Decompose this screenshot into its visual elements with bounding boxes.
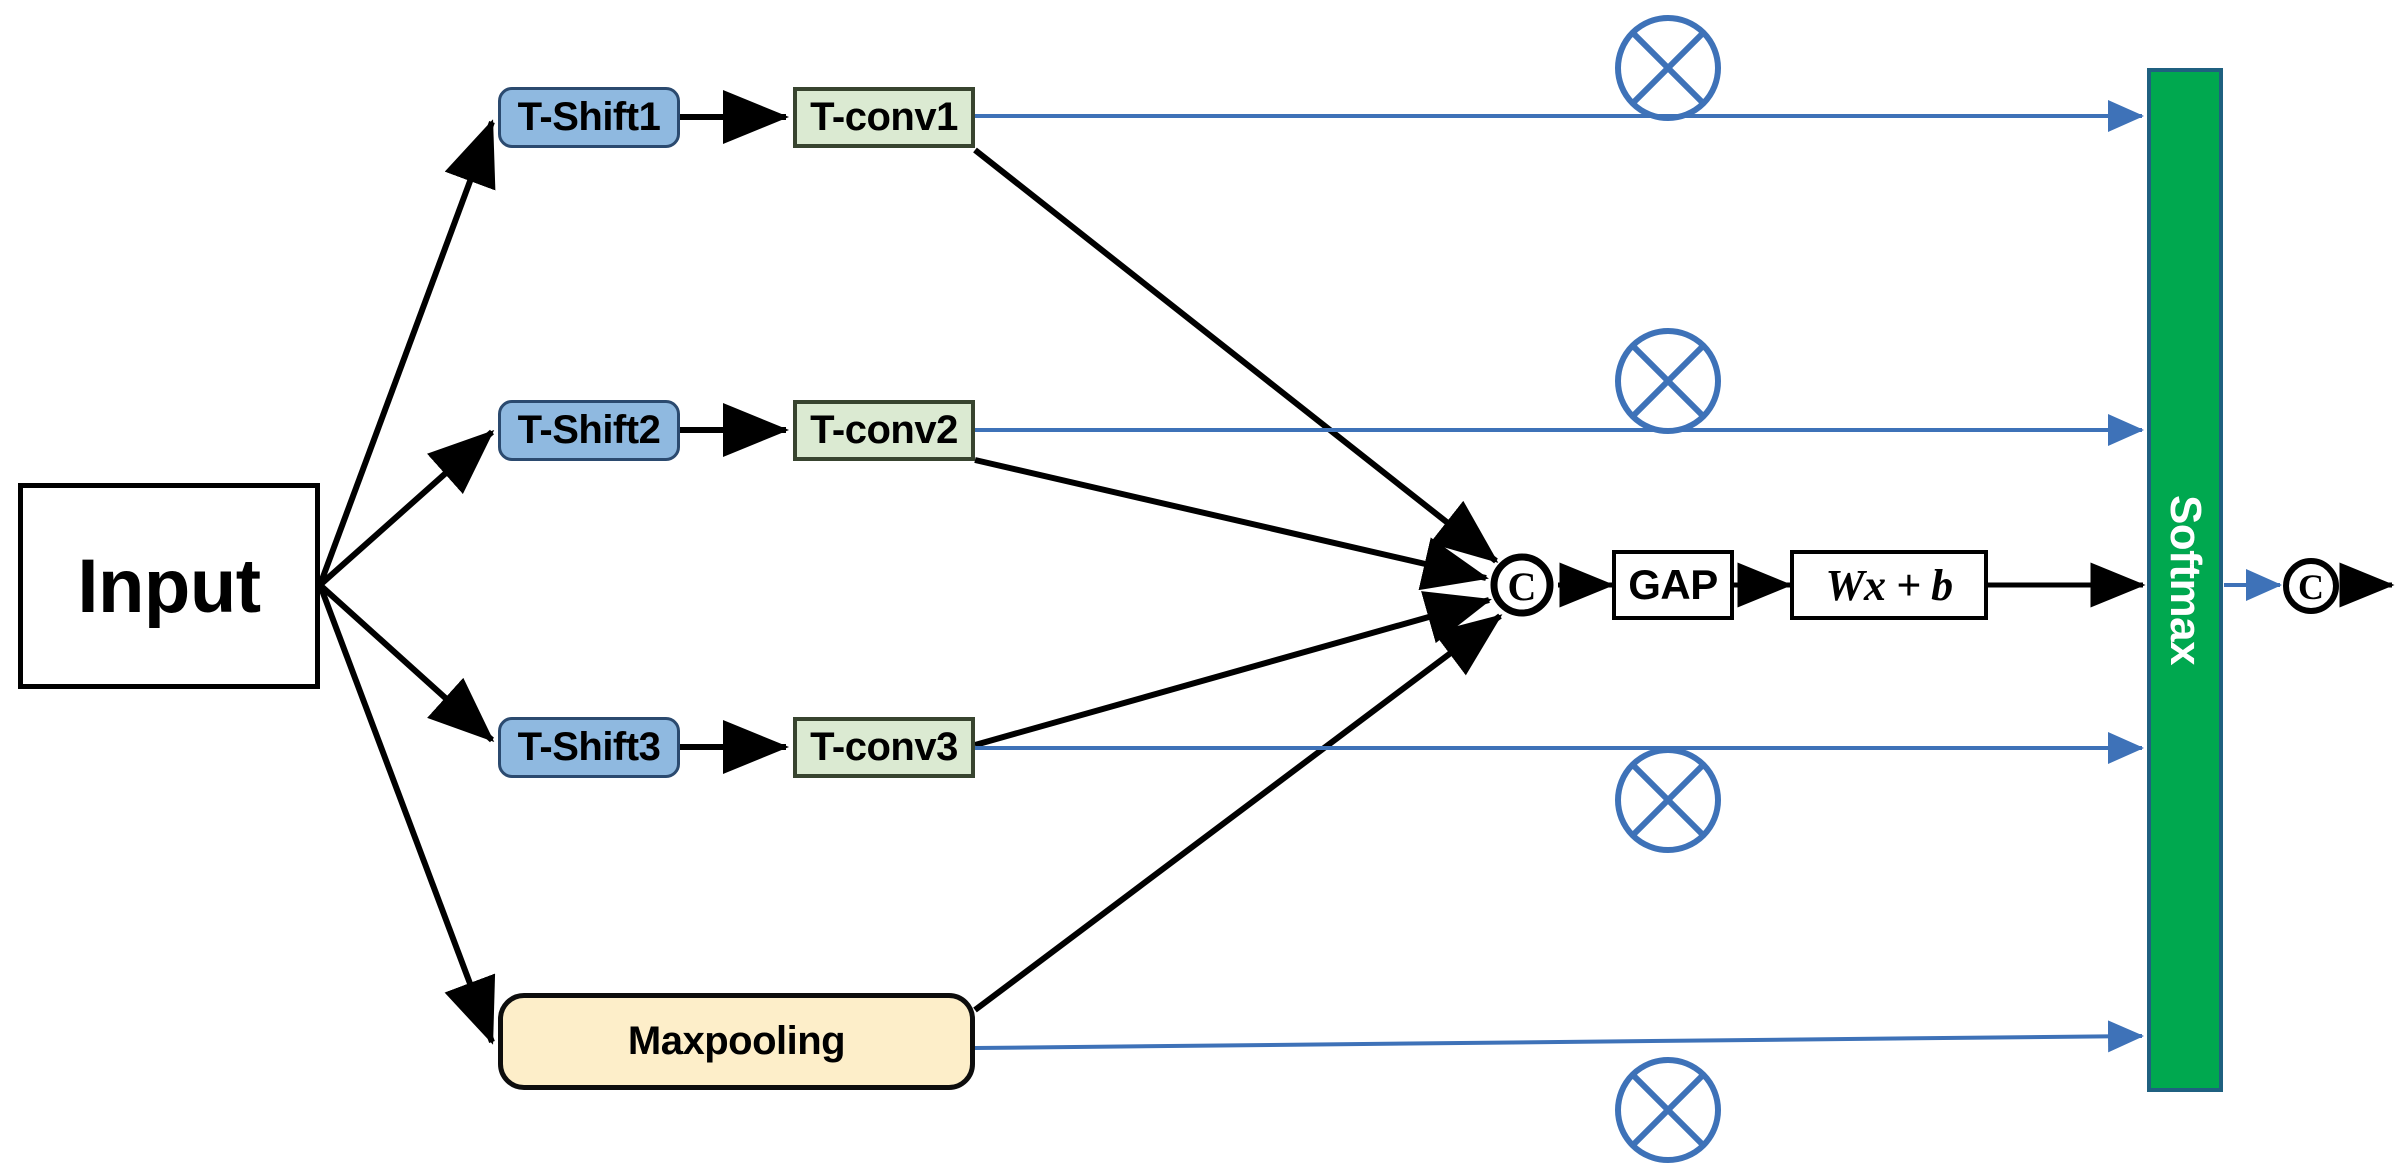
circled-times-icon xyxy=(1615,747,1721,853)
edge-group-input-fanout xyxy=(317,119,496,1045)
operator-multiply-4 xyxy=(1615,1057,1721,1163)
circled-times-stroke-b xyxy=(1630,762,1706,838)
node-linear[interactable]: Wx + b xyxy=(1790,550,1988,620)
node-t-shift2-label: T-Shift2 xyxy=(517,408,661,452)
edge-maxpooling-to-softmax-blue xyxy=(974,1020,2144,1053)
edge-conv3-to-concat xyxy=(974,591,1492,748)
node-input[interactable]: Input xyxy=(18,483,320,689)
node-t-conv1[interactable]: T-conv1 xyxy=(793,87,975,148)
node-t-conv2[interactable]: T-conv2 xyxy=(793,400,975,461)
edge-maxpooling-to-concat xyxy=(973,613,1503,1013)
edge-input-to-shift1 xyxy=(317,119,496,587)
circled-times-stroke-b xyxy=(1630,343,1706,419)
node-concat[interactable]: C xyxy=(1490,553,1554,617)
operator-multiply-2 xyxy=(1615,328,1721,434)
circled-times-icon xyxy=(1615,15,1721,121)
edge-group-to-concat xyxy=(973,147,1503,1013)
node-t-conv2-label: T-conv2 xyxy=(810,408,958,452)
node-maxpooling[interactable]: Maxpooling xyxy=(498,993,975,1090)
edge-group-shift-to-conv xyxy=(680,90,789,774)
node-t-shift3-label: T-Shift3 xyxy=(517,725,661,769)
node-linear-label: Wx + b xyxy=(1825,560,1953,610)
node-output-concat-label: C xyxy=(2298,567,2324,607)
node-t-conv1-label: T-conv1 xyxy=(810,95,958,139)
edge-conv1-to-concat xyxy=(973,147,1499,564)
circled-times-stroke-b xyxy=(1630,30,1706,106)
node-t-conv3[interactable]: T-conv3 xyxy=(793,717,975,778)
node-t-shift1-label: T-Shift1 xyxy=(517,95,661,139)
node-gap[interactable]: GAP xyxy=(1612,550,1734,620)
circled-times-icon xyxy=(1615,1057,1721,1163)
node-softmax-label: Softmax xyxy=(2161,494,2210,666)
operator-multiply-1 xyxy=(1615,15,1721,121)
edge-input-to-shift2 xyxy=(318,429,495,588)
node-t-shift3[interactable]: T-Shift3 xyxy=(498,717,680,778)
edge-input-to-maxpooling xyxy=(317,583,496,1045)
edge-input-to-shift3 xyxy=(317,582,495,743)
node-gap-label: GAP xyxy=(1628,561,1718,608)
node-softmax[interactable]: Softmax xyxy=(2147,68,2223,1092)
node-t-shift2[interactable]: T-Shift2 xyxy=(498,400,680,461)
concat-icon: C xyxy=(1490,553,1554,617)
node-input-label: Input xyxy=(77,543,261,629)
node-t-shift1[interactable]: T-Shift1 xyxy=(498,87,680,148)
circled-times-icon xyxy=(1615,328,1721,434)
edge-group-blue-skip xyxy=(974,100,2144,1053)
edge-conv2-to-concat xyxy=(974,457,1489,591)
circled-times-stroke-b xyxy=(1630,1072,1706,1148)
operator-multiply-3 xyxy=(1615,747,1721,853)
node-maxpooling-label: Maxpooling xyxy=(627,1019,846,1063)
node-concat-label: C xyxy=(1508,564,1537,609)
node-output-concat[interactable]: C xyxy=(2282,557,2340,615)
output-concat-icon: C xyxy=(2283,558,2339,614)
node-t-conv3-label: T-conv3 xyxy=(810,725,958,769)
